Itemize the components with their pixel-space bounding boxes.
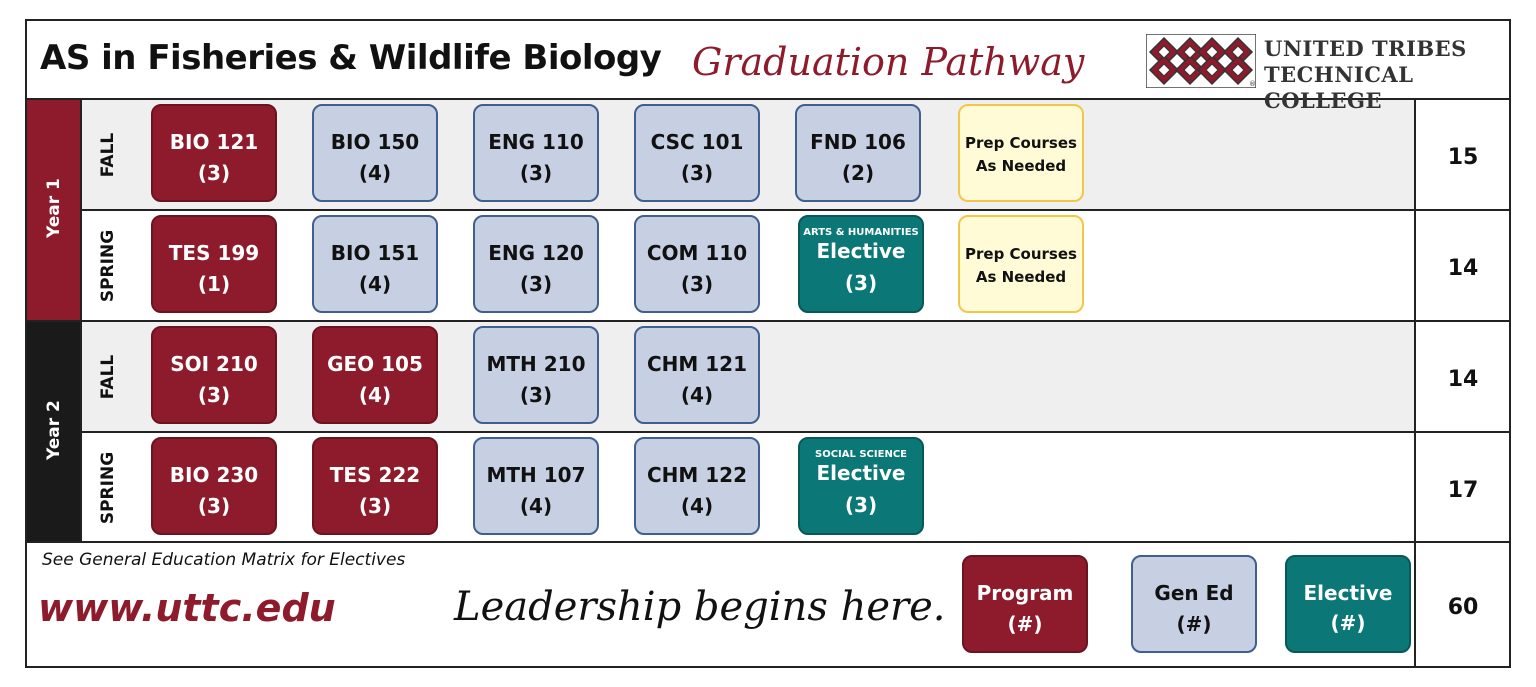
year-band-1: Year 1	[27, 100, 81, 321]
course-box: CSC 101(3)	[634, 104, 760, 202]
course-box: BIO 230(3)	[151, 437, 277, 535]
course-box: COM 110(3)	[634, 215, 760, 313]
course-box: CHM 122(4)	[634, 437, 760, 535]
college-name-line1: UNITED TRIBES	[1264, 36, 1467, 61]
legend-elective: Elective(#)	[1285, 555, 1411, 653]
course-box: MTH 107(4)	[473, 437, 599, 535]
course-box: CHM 121(4)	[634, 326, 760, 424]
term-credits: 14	[1447, 256, 1479, 281]
divider	[25, 98, 1511, 100]
legend-program: Program(#)	[962, 555, 1088, 653]
course-box: TES 199(1)	[151, 215, 277, 313]
course-box: GEO 105(4)	[312, 326, 438, 424]
tagline: Leadership begins here.	[454, 584, 946, 630]
course-box: FND 106(2)	[795, 104, 921, 202]
term-credits: 17	[1447, 478, 1479, 503]
college-name: UNITED TRIBES TECHNICAL COLLEGE	[1264, 36, 1536, 114]
course-box: BIO 151(4)	[312, 215, 438, 313]
course-box: TES 222(3)	[312, 437, 438, 535]
page-title: AS in Fisheries & Wildlife Biology	[40, 38, 662, 78]
course-box: ENG 110(3)	[473, 104, 599, 202]
college-name-line2: TECHNICAL COLLEGE	[1264, 62, 1414, 113]
course-box: SOI 210(3)	[151, 326, 277, 424]
term-credits: 14	[1447, 367, 1479, 392]
college-logo-icon: ®	[1145, 33, 1257, 89]
legend-gened: Gen Ed(#)	[1131, 555, 1257, 653]
course-box: BIO 121(3)	[151, 104, 277, 202]
course-box: BIO 150(4)	[312, 104, 438, 202]
divider	[1414, 98, 1416, 668]
course-box: MTH 210(3)	[473, 326, 599, 424]
course-box: ENG 120(3)	[473, 215, 599, 313]
website-link[interactable]: www.uttc.edu	[38, 586, 336, 630]
divider	[25, 541, 1511, 543]
year-band-2: Year 2	[27, 322, 81, 543]
page-subtitle: Graduation Pathway	[692, 40, 1085, 84]
logo-mark: ®	[1249, 80, 1256, 88]
divider	[80, 431, 1511, 433]
total-credits: 60	[1447, 595, 1479, 620]
divider	[80, 98, 82, 543]
term-credits: 15	[1447, 145, 1479, 170]
page-frame	[25, 19, 1511, 668]
divider	[80, 209, 1511, 211]
divider	[25, 320, 1511, 322]
footer-note: See General Education Matrix for Electiv…	[42, 550, 406, 570]
